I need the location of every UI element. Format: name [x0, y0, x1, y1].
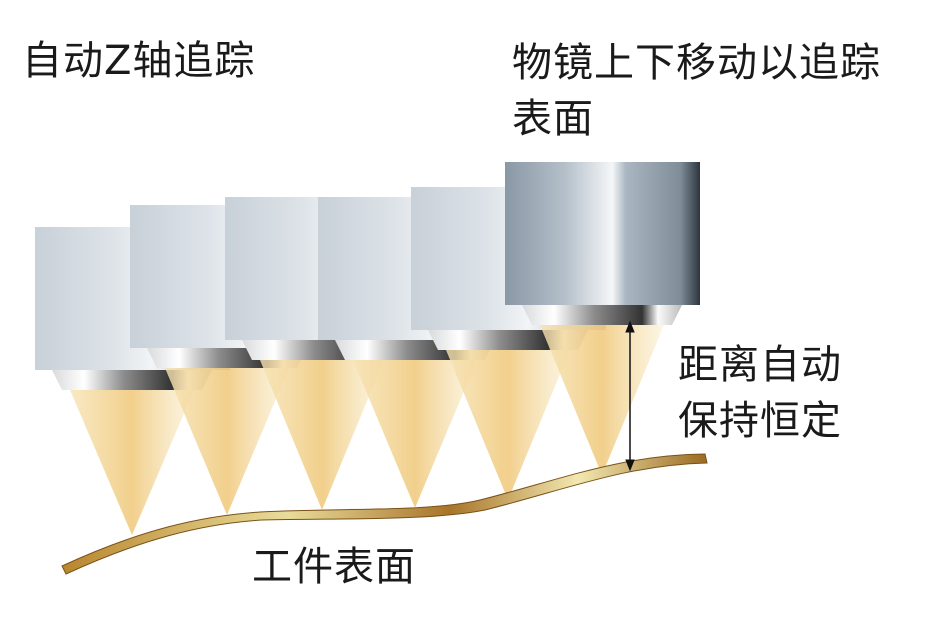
workpiece-surface: [61, 453, 708, 575]
title-label: 自动Z轴追踪: [22, 38, 256, 84]
light-beam-cone: [353, 360, 477, 508]
distance-arrow: [625, 320, 635, 472]
objective-body: [505, 162, 700, 305]
light-beam-cone: [260, 360, 384, 510]
light-beam-cone: [540, 325, 664, 475]
distance-label-line1: 距离自动: [678, 342, 842, 388]
objective-nosepiece: [522, 305, 682, 325]
objective-label-line2: 表面: [512, 96, 594, 142]
objective-label-line1: 物镜上下移动以追踪: [512, 40, 881, 86]
light-beam-cone: [165, 368, 289, 515]
surface-label: 工件表面: [252, 544, 416, 590]
light-beam-cone: [70, 390, 194, 535]
objectives-group: [35, 162, 700, 390]
beams-group: [70, 325, 664, 535]
distance-label-line2: 保持恒定: [678, 398, 842, 444]
light-beam-cone: [446, 350, 570, 500]
objective-lens: [505, 162, 700, 325]
